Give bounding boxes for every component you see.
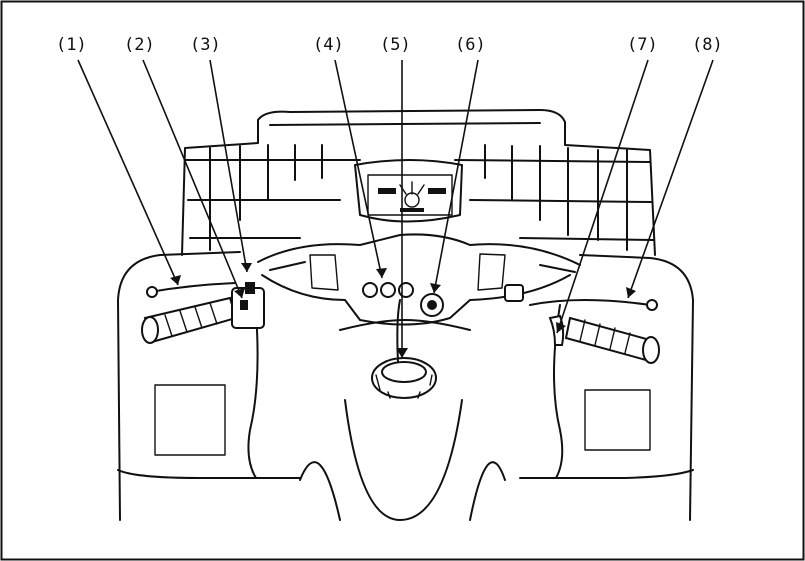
left-brake-lever	[149, 282, 236, 293]
instrument-panel	[354, 159, 463, 223]
callout-labels: (1) (2) (3) (4) (5) (6) (7) (8)	[56, 35, 723, 55]
right-side-panel	[584, 389, 651, 451]
ignition-switch	[420, 293, 444, 317]
callout-2: (2)	[124, 35, 155, 55]
fuel-breather-tube	[396, 299, 401, 363]
left-handlebar-grip	[141, 296, 238, 344]
callout-1: (1)	[56, 35, 87, 55]
callout-3: (3)	[190, 35, 221, 55]
callout-5: (5)	[380, 35, 411, 55]
right-brake-lever	[529, 299, 651, 306]
fuel-tank-cap	[371, 357, 437, 399]
callout-7: (7)	[627, 35, 658, 55]
left-switch-housing	[231, 282, 265, 329]
handlebar-housing	[257, 233, 581, 326]
right-brake-perch	[504, 284, 524, 302]
callout-4: (4)	[313, 35, 344, 55]
atv-body	[117, 251, 694, 521]
right-handlebar-grip	[564, 316, 660, 364]
indicator-lights	[362, 282, 414, 298]
leader-lines	[77, 59, 714, 358]
callout-6: (6)	[455, 35, 486, 55]
callout-8: (8)	[692, 35, 723, 55]
cargo-rack	[181, 109, 656, 256]
left-side-panel	[154, 384, 226, 456]
